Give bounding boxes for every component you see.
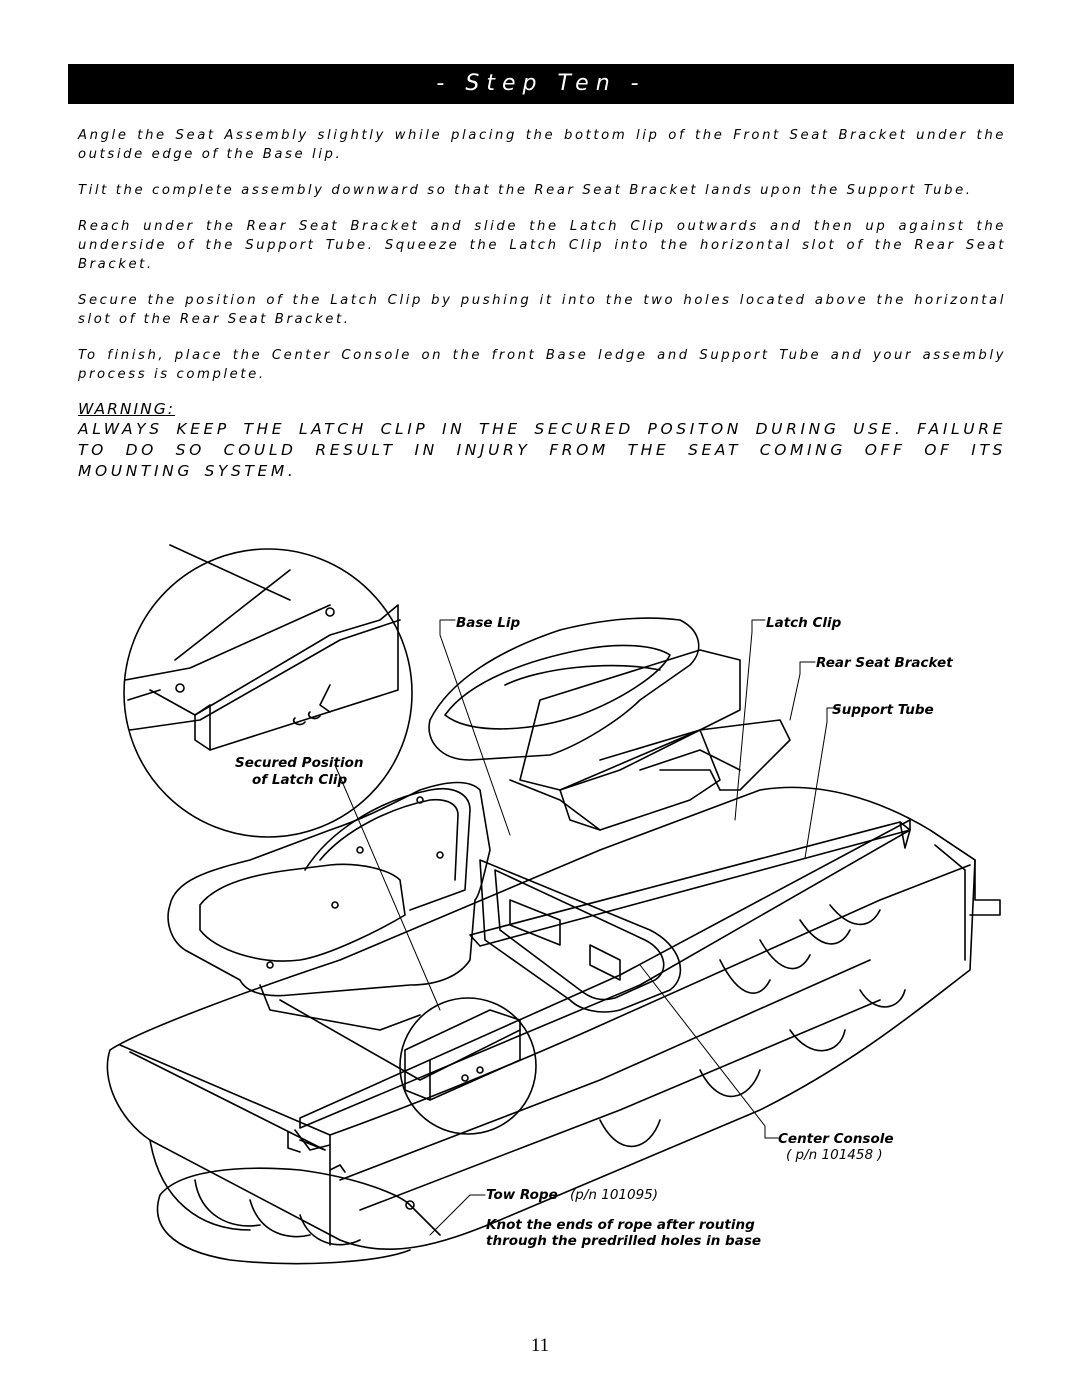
inset-circle-secured bbox=[123, 544, 413, 838]
front-seat bbox=[167, 781, 521, 1081]
instruction-paragraph: To finish, place the Center Console on t… bbox=[78, 348, 1006, 382]
label-of-latch-clip: of Latch Clip bbox=[252, 772, 348, 788]
warning-heading: WARNING: bbox=[78, 400, 175, 418]
leader-lines bbox=[334, 619, 841, 1236]
instructions: Angle the Seat Assembly slightly while p… bbox=[78, 126, 1006, 401]
instruction-paragraph: Tilt the complete assembly downward so t… bbox=[78, 183, 973, 198]
label-center-console: Center Console bbox=[778, 1131, 894, 1147]
support-tube bbox=[469, 821, 911, 947]
page-number: 11 bbox=[530, 1335, 550, 1356]
label-knot-line1: Knot the ends of rope after routing bbox=[486, 1217, 755, 1233]
sled-base bbox=[106, 786, 1001, 1250]
label-rear-seat-bracket: Rear Seat Bracket bbox=[816, 655, 953, 671]
instruction-paragraph: Secure the position of the Latch Clip by… bbox=[78, 293, 1006, 327]
label-tow-rope: Tow Rope bbox=[486, 1187, 558, 1203]
label-knot-line2: through the predrilled holes in base bbox=[486, 1233, 762, 1249]
label-tow-rope-pn: (p/n 101095) bbox=[570, 1187, 659, 1203]
inset-circle-latch bbox=[399, 997, 537, 1135]
warning-text: ALWAYS KEEP THE LATCH CLIP IN THE SECURE… bbox=[78, 420, 1006, 480]
assembly-illustration: Base Lip Latch Clip Rear Seat Bracket Su… bbox=[0, 520, 1080, 1280]
label-support-tube: Support Tube bbox=[832, 702, 934, 718]
instruction-paragraph: Reach under the Rear Seat Bracket and sl… bbox=[78, 219, 1006, 272]
label-latch-clip: Latch Clip bbox=[766, 615, 842, 631]
assembly-drawing bbox=[106, 544, 1001, 1265]
rear-seat bbox=[428, 617, 791, 831]
label-secured-position: Secured Position bbox=[235, 755, 364, 771]
instruction-paragraph: Angle the Seat Assembly slightly while p… bbox=[78, 128, 1006, 162]
label-center-console-pn: ( p/n 101458 ) bbox=[786, 1147, 883, 1163]
center-console bbox=[479, 859, 682, 1013]
step-title-banner: - Step Ten - bbox=[68, 64, 1014, 104]
label-base-lip: Base Lip bbox=[456, 615, 521, 631]
tow-rope bbox=[156, 1167, 441, 1265]
